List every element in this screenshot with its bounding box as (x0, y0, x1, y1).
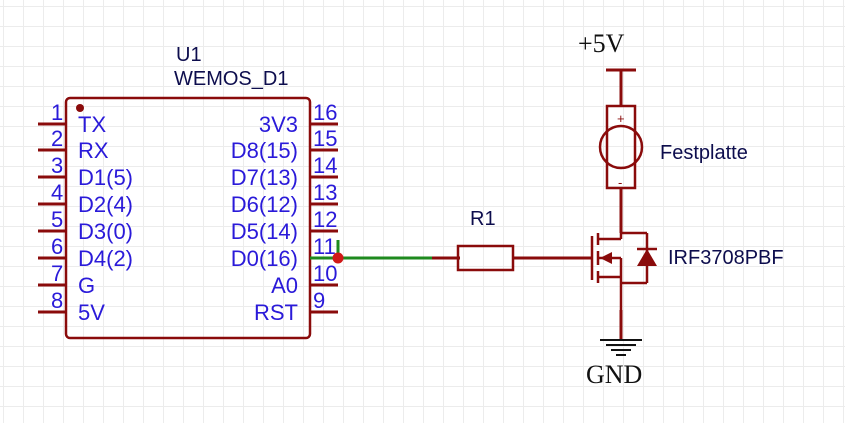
u1-pin-label: D4(2) (78, 246, 133, 271)
u1-pin-number: 13 (313, 180, 337, 205)
u1-pin-number: 5 (51, 207, 63, 232)
u1-pin-label: A0 (271, 273, 298, 298)
motor-value-label: Festplatte (660, 142, 748, 164)
u1-pin-number: 15 (313, 126, 337, 151)
u1-right-pins: 16 3V3 15 D8(15) 14 D7(13) 13 D6(12) 12 D5(14) 11 D… (231, 100, 338, 325)
u1-pin-label: G (78, 273, 95, 298)
u1-pin-number: 8 (51, 288, 63, 313)
r1-component[interactable]: R1 (456, 208, 582, 272)
u1-pin-number: 6 (51, 234, 63, 259)
gnd-symbol[interactable]: GND (586, 310, 642, 389)
u1-pin-number: 7 (51, 261, 63, 286)
u1-value-label: WEMOS_D1 (174, 68, 288, 90)
u1-pin-number: 16 (313, 100, 337, 125)
u1-pin-label: D7(13) (231, 165, 298, 190)
u1-pin-label: D1(5) (78, 165, 133, 190)
u1-pin-label: D8(15) (231, 138, 298, 163)
u1-ref-label: U1 (176, 44, 202, 66)
u1-pin-label: TX (78, 112, 106, 137)
u1-pin-label: D6(12) (231, 192, 298, 217)
u1-component[interactable]: U1 WEMOS_D1 1 TX 2 RX 3 D1(5) 4 D2(4) 5 D3(0) 6 D4(… (38, 44, 338, 340)
motor-minus: - (618, 175, 622, 190)
u1-pin-number: 4 (51, 180, 63, 205)
vcc-label: +5V (578, 29, 625, 58)
u1-pin-label: D2(4) (78, 192, 133, 217)
u1-pin-label: D3(0) (78, 219, 133, 244)
r1-body (456, 244, 515, 272)
body-arrow (600, 252, 612, 264)
u1-pin-number: 9 (313, 288, 325, 313)
mosfet-value-label: IRF3708PBF (668, 247, 784, 269)
u1-pin-label: RST (254, 300, 298, 325)
gnd-label: GND (586, 360, 642, 389)
r1-ref-label: R1 (470, 208, 496, 230)
u1-pin-number: 10 (313, 261, 337, 286)
u1-pin-number: 3 (51, 153, 63, 178)
junction-dot (332, 252, 344, 264)
u1-body (64, 96, 312, 340)
u1-pin-label: 5V (78, 300, 105, 325)
u1-pin-number: 14 (313, 153, 337, 178)
u1-pin-number: 1 (51, 100, 63, 125)
u1-pin-label: D5(14) (231, 219, 298, 244)
u1-pin-number: 11 (313, 234, 336, 259)
u1-pin-number: 12 (313, 207, 337, 232)
vcc-symbol[interactable]: +5V (578, 29, 636, 106)
u1-pin-label: D0(16) (231, 246, 298, 271)
u1-pin-number: 2 (51, 126, 63, 151)
diode-triangle (637, 249, 657, 266)
pin1-marker (76, 104, 84, 112)
motor-plus: + (617, 111, 625, 126)
motor-circle (598, 124, 644, 170)
motor-component[interactable]: + - Festplatte (598, 104, 748, 233)
mosfet-component[interactable]: IRF3708PBF (582, 231, 784, 310)
u1-pin-label: RX (78, 138, 109, 163)
u1-pin-label: 3V3 (259, 112, 298, 137)
